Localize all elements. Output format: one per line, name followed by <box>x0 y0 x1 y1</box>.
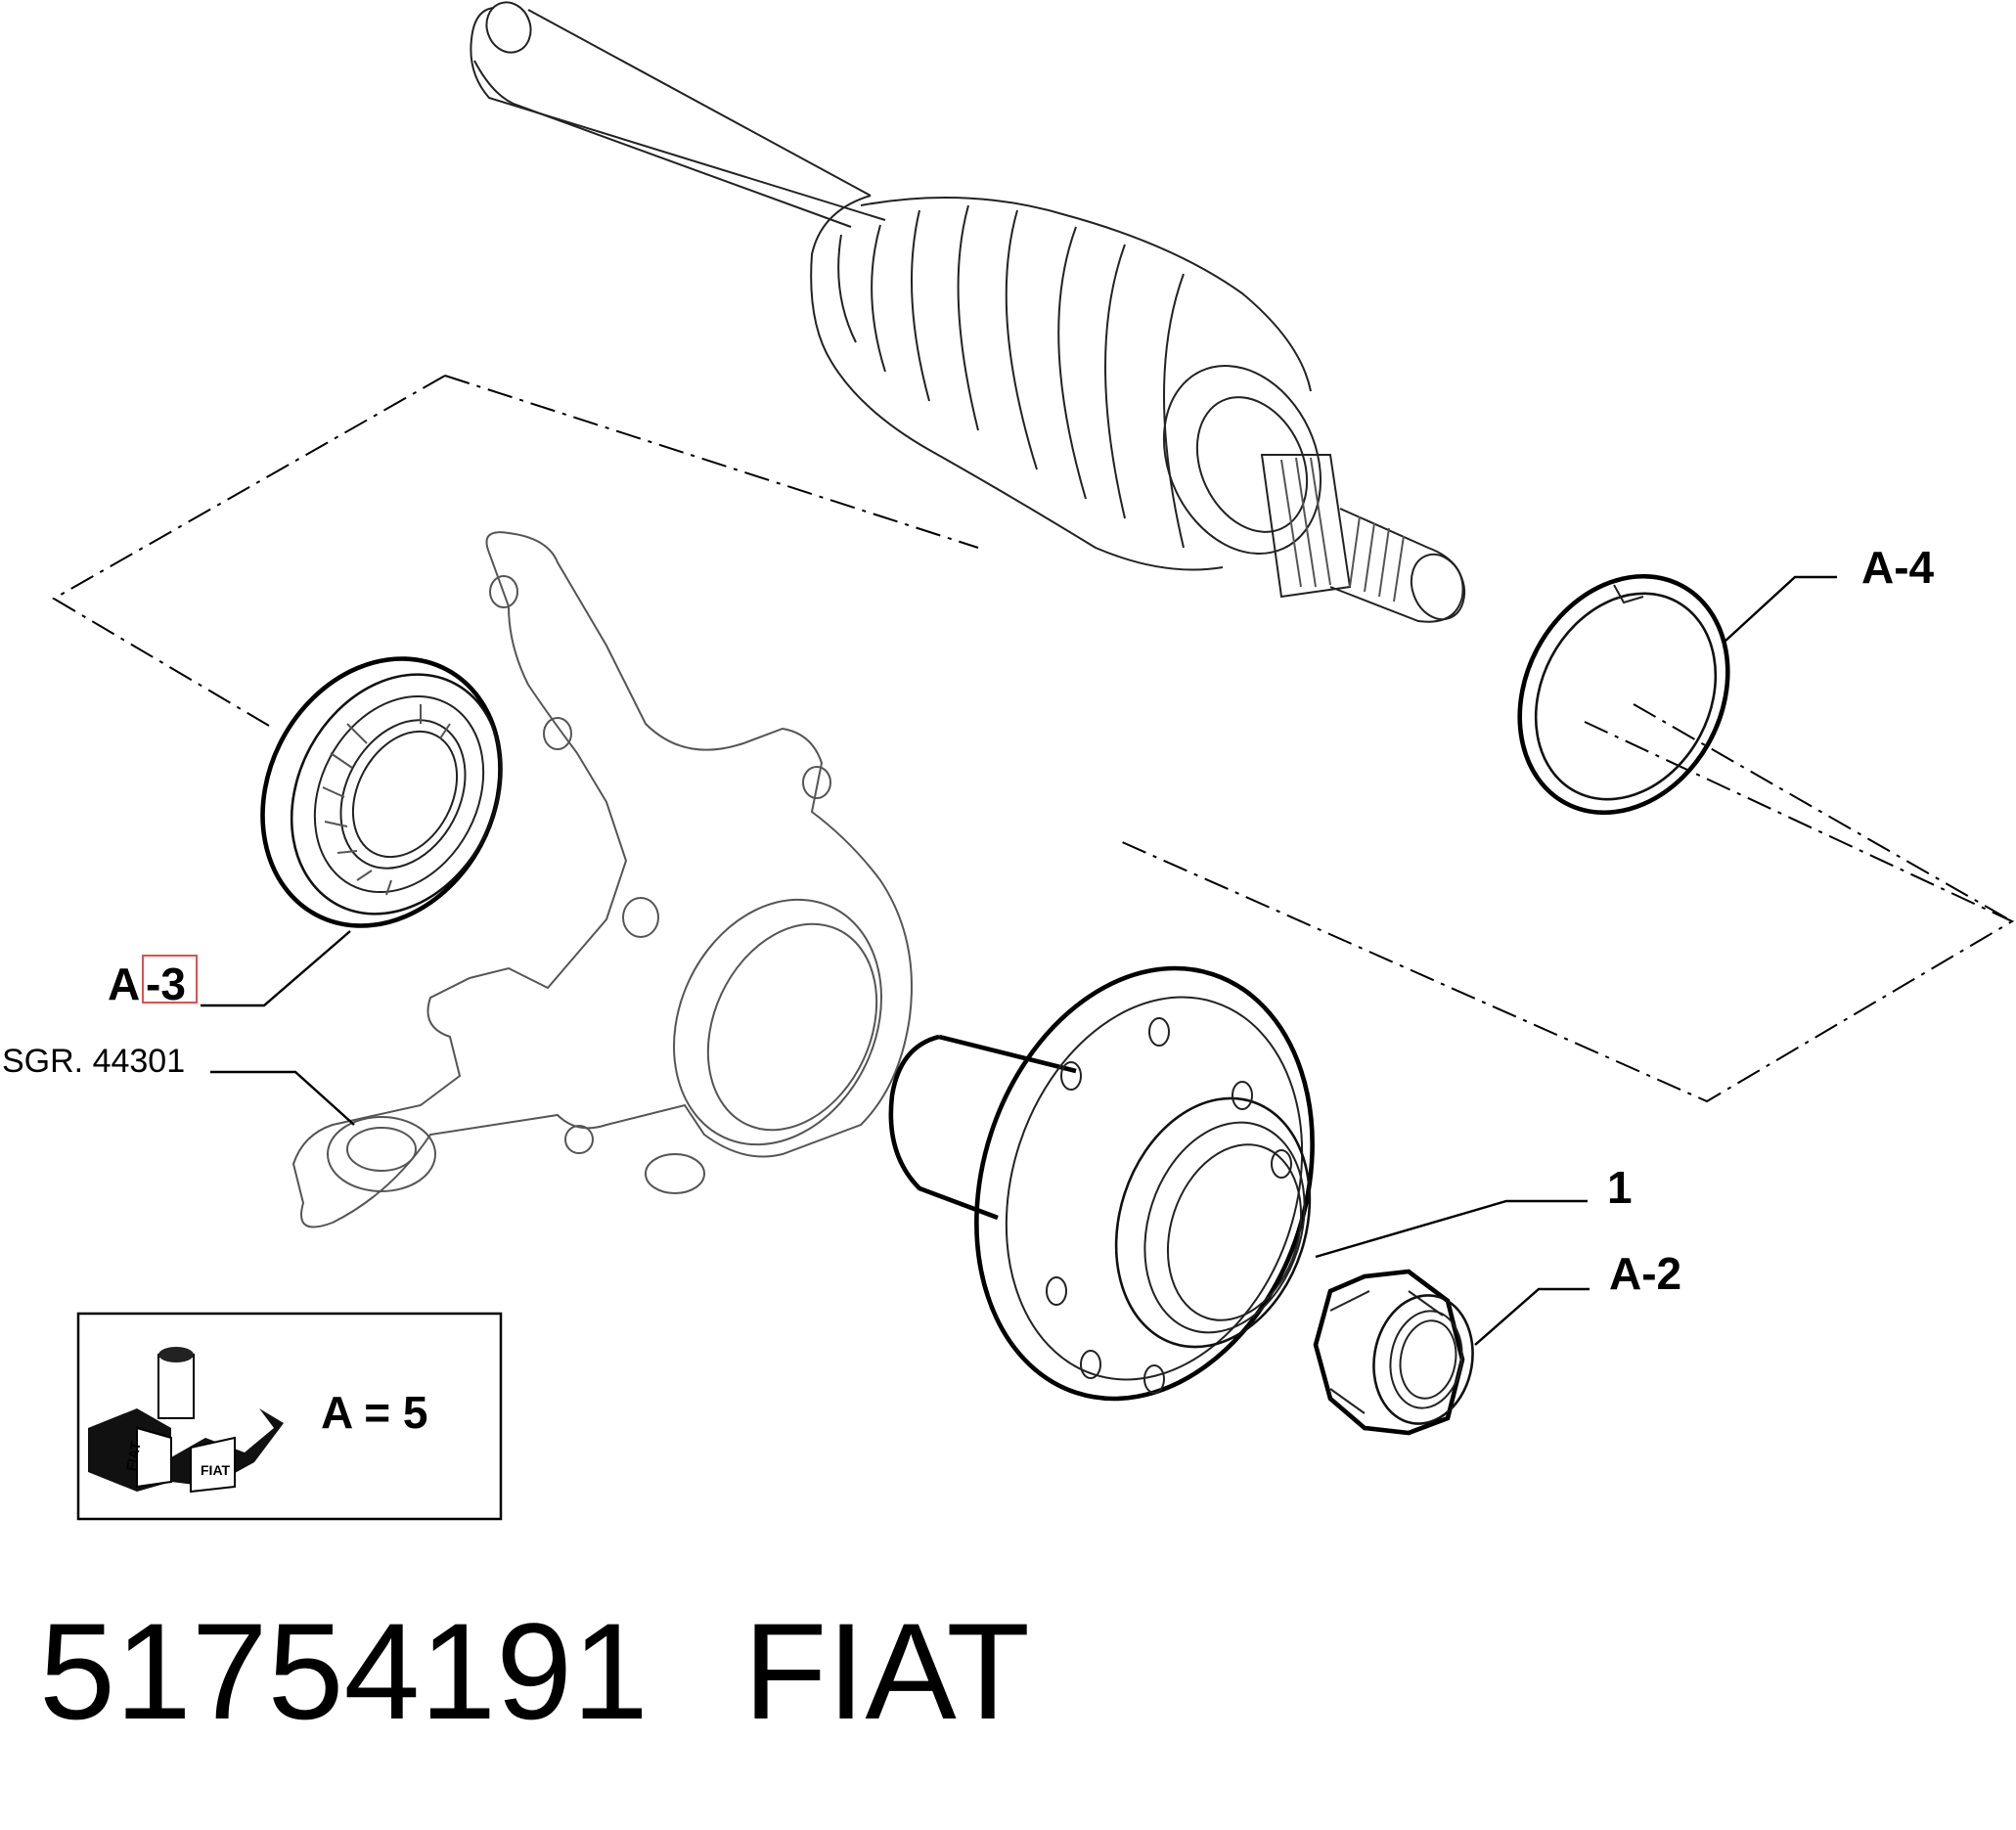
label-sgr: SGR. 44301 <box>2 1043 185 1080</box>
legend-quantity-text: A = 5 <box>321 1387 428 1438</box>
label-a4: A-4 <box>1861 542 1935 593</box>
part-number: 51754191 <box>39 1594 649 1748</box>
assembly-axis <box>1633 703 2013 922</box>
hub-nut <box>1313 1269 1474 1436</box>
snap-ring <box>1517 573 1730 816</box>
label-a3-number: -3 <box>146 959 186 1009</box>
kit-box-icon: FIAT FIAT <box>88 1347 284 1494</box>
drive-shaft <box>470 1 1466 623</box>
assembly-boundary <box>52 375 2015 1103</box>
label-a3-prefix: A <box>108 959 140 1009</box>
leader-a4 <box>1724 575 1837 643</box>
leader-a3 <box>201 930 351 1007</box>
wheel-hub <box>888 965 1315 1402</box>
label-1: 1 <box>1607 1162 1633 1213</box>
wheel-bearing <box>260 656 503 928</box>
quantity-legend: FIAT FIAT A = 5 <box>76 1312 503 1521</box>
leader-a2 <box>1474 1287 1590 1346</box>
label-a2: A-2 <box>1609 1248 1681 1299</box>
assembly-boundary-top <box>444 375 979 549</box>
leader-sgr <box>210 1070 355 1126</box>
kit-box-logo-right: FIAT <box>201 1462 231 1478</box>
kit-box-logo-left: FIAT <box>123 1440 144 1472</box>
leader-1 <box>1315 1199 1588 1259</box>
steering-knuckle <box>291 531 913 1228</box>
brand-name: FIAT <box>743 1594 1030 1748</box>
label-a3-highlight <box>142 955 198 1004</box>
